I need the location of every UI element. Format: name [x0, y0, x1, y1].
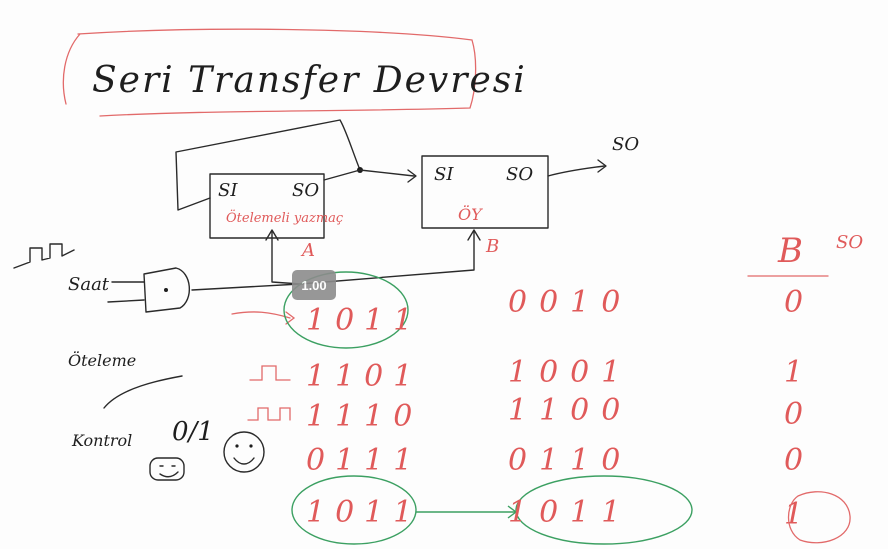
row-pulse-marker-3 [247, 407, 291, 421]
title-frame [62, 28, 477, 117]
so-heading: SO [836, 232, 863, 253]
b-heading: B [777, 231, 803, 271]
column-b-row-2: 1100 [508, 393, 632, 428]
gate-dot [164, 288, 168, 292]
shift-register-b [421, 155, 549, 229]
column-b-row-3: 0110 [508, 443, 632, 478]
column-a-row-4: 1011 [306, 495, 422, 530]
and-gate [143, 267, 190, 313]
strike-scribble [103, 375, 183, 409]
clock-label: Saat [68, 274, 110, 295]
block-b-so: SO [506, 164, 533, 185]
column-b-row-0: 0010 [508, 285, 632, 320]
column-b-row-1: 1001 [508, 355, 632, 390]
block-a-si: SI [218, 180, 238, 201]
block-b-label: B [485, 236, 499, 257]
arrow-into-b [407, 169, 417, 183]
column-a-row-3: 0111 [306, 443, 422, 478]
column-a-row-0: 1011 [306, 303, 422, 338]
column-so-values: 0 1 0 0 1 [784, 285, 803, 532]
block-a-note: Ötelemeli yazmaç [226, 209, 344, 226]
output-wire [547, 165, 605, 177]
column-b-row-4: 1011 [508, 495, 632, 530]
column-so-row-3: 0 [784, 443, 803, 478]
control-value: 0/1 [172, 417, 214, 447]
feedback-wire [175, 119, 361, 211]
column-so-row-4: 1 [784, 497, 803, 532]
output-label: SO [612, 134, 639, 155]
small-face-icon [149, 457, 185, 481]
clock-pulse-symbol [13, 243, 75, 269]
block-b-note: ÖY [458, 204, 483, 224]
control-label: Kontrol [71, 431, 132, 450]
zoom-level-badge[interactable]: 1.00 [292, 270, 336, 300]
link-arrow [507, 505, 518, 519]
column-a-row-1: 1101 [306, 359, 422, 394]
output-arrow [597, 159, 607, 173]
column-a-values: 1011 1101 1110 0111 1011 [306, 303, 422, 530]
row-pulse-marker-2 [249, 365, 291, 381]
column-so-row-2: 0 [784, 397, 803, 432]
block-b-si: SI [434, 164, 454, 185]
clock-arrow-a [265, 229, 279, 241]
highlight-a-final [291, 475, 417, 545]
shift-label: Öteleme [68, 350, 136, 370]
column-so-row-1: 1 [784, 355, 803, 390]
block-a-label: A [300, 240, 315, 261]
clock-arrow-b [467, 229, 481, 241]
final-output-circle [787, 491, 851, 544]
block-a-so: SO [292, 180, 319, 201]
column-a-row-2: 1110 [306, 399, 422, 434]
highlight-b-final [515, 475, 693, 545]
clock-input-lines [107, 281, 145, 303]
page-title: Seri Transfer Devresi [92, 60, 527, 101]
clock-distribution-wire [191, 231, 475, 291]
smiley-icon [223, 431, 265, 473]
column-so-row-0: 0 [784, 285, 803, 320]
highlight-a-initial [283, 271, 409, 349]
wire-a-to-b [323, 169, 415, 181]
